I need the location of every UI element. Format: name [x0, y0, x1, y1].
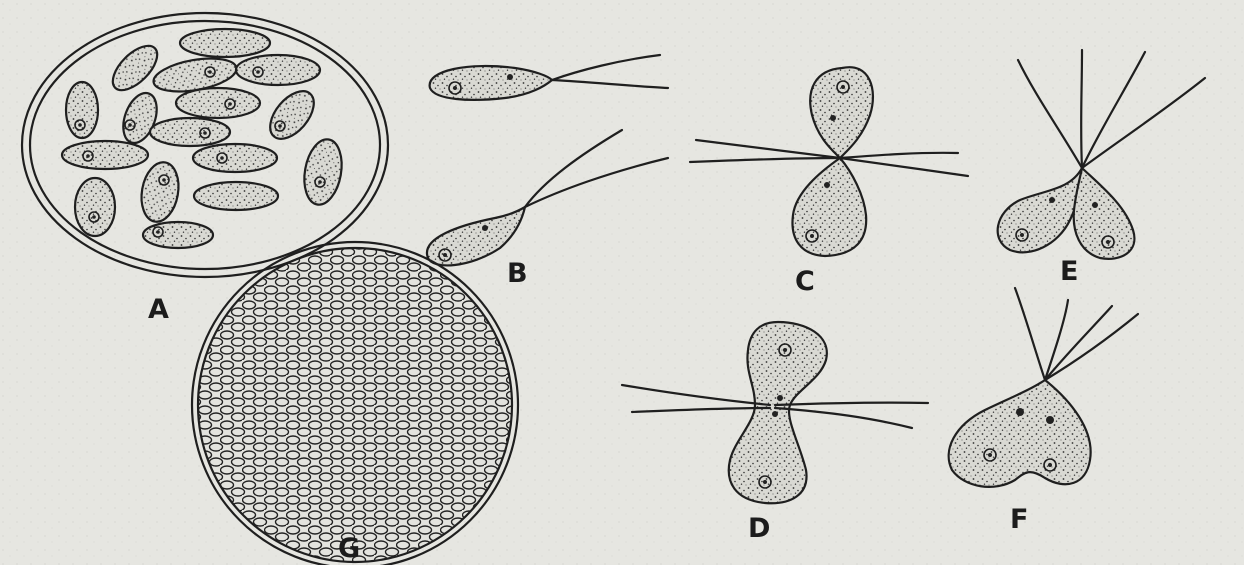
- panel-label-a: A: [148, 294, 169, 325]
- zygospore-reticulum: [198, 248, 512, 562]
- palmella-cell: [62, 141, 148, 169]
- palmella-cell: [194, 182, 278, 210]
- palmella-cell: [75, 178, 115, 236]
- palmella-cell: [176, 88, 260, 118]
- palmella-cell: [236, 55, 320, 85]
- panel-label-g: G: [338, 533, 360, 564]
- panel-label-f: F: [1010, 504, 1028, 535]
- panel-label-e: E: [1060, 256, 1078, 287]
- panel-label-c: C: [795, 266, 815, 297]
- pairing-flagellum: [1081, 50, 1082, 168]
- panel-label-b: B: [507, 258, 528, 289]
- panel-label-d: D: [748, 513, 770, 544]
- palmella-cell: [150, 118, 230, 146]
- palmella-cell: [180, 29, 270, 57]
- palmella-cell: [193, 144, 277, 172]
